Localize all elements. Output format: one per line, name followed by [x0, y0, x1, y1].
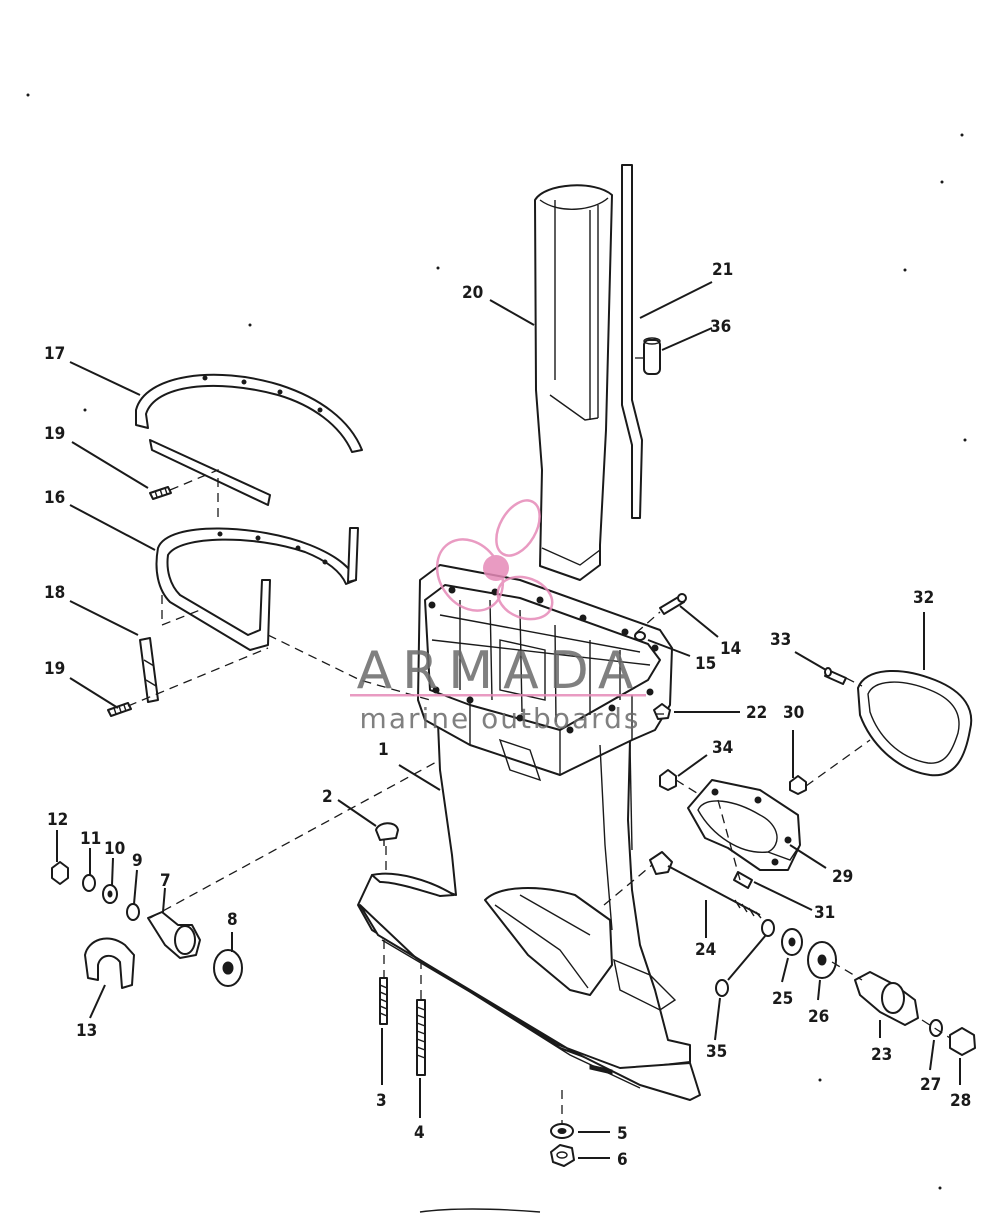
scan-specks	[26, 93, 967, 1190]
callout-5: 5	[617, 1124, 628, 1144]
mount-bracket-13-part	[84, 937, 135, 989]
callout-7: 7	[160, 871, 171, 891]
washer-25-part	[781, 928, 803, 956]
screw-30-part	[789, 775, 807, 795]
nut-22-part	[653, 703, 671, 720]
callout-33: 33	[770, 630, 791, 650]
callout-30: 30	[783, 703, 804, 723]
callout-4: 4	[414, 1123, 425, 1143]
washer-5-part	[550, 1123, 574, 1139]
callout-19-upper: 19	[44, 424, 65, 444]
callout-14: 14	[720, 639, 741, 659]
callout-2: 2	[322, 787, 333, 807]
callout-12: 12	[47, 810, 68, 830]
callout-18: 18	[44, 583, 65, 603]
leader-lines	[56, 281, 961, 1159]
callout-8: 8	[227, 910, 238, 930]
clip-part	[139, 637, 159, 703]
watermark-tagline: marine outboards	[360, 702, 641, 735]
callout-29: 29	[832, 867, 853, 887]
callout-24: 24	[695, 940, 716, 960]
callout-20: 20	[462, 283, 483, 303]
seal-sleeve-part	[643, 337, 661, 375]
upper-seal-strip-part	[135, 373, 363, 506]
washer-26-part	[807, 941, 837, 979]
cover-32-part	[857, 670, 973, 777]
nut-28-part	[949, 1027, 976, 1056]
link-35-part	[715, 919, 775, 997]
cover-plate-29-part	[687, 779, 801, 871]
washer-10-part	[102, 884, 118, 904]
mount-23-part	[854, 971, 919, 1026]
callout-11: 11	[80, 829, 101, 849]
watermark-brand: ARMADA	[357, 641, 644, 701]
water-tube-part	[621, 164, 643, 519]
screw-14-part	[659, 593, 687, 615]
armada-watermark: ARMADA marine outboards	[350, 499, 646, 735]
callout-21: 21	[712, 260, 733, 280]
callout-16: 16	[44, 488, 65, 508]
bolt-31-part	[733, 871, 753, 889]
callout-27: 27	[920, 1075, 941, 1095]
washer-15-part	[634, 631, 646, 641]
propeller-logo-icon	[435, 499, 554, 621]
callout-10: 10	[104, 839, 125, 859]
washer-9-part	[126, 903, 140, 921]
callout-22: 22	[746, 703, 767, 723]
stud-3-part	[379, 977, 388, 1025]
assembly-centerlines	[127, 357, 951, 1124]
callout-13: 13	[76, 1021, 97, 1041]
mount-7-part	[147, 911, 201, 959]
callout-32: 32	[913, 588, 934, 608]
nut-12-part	[51, 861, 69, 885]
stud-4-part	[416, 999, 426, 1076]
washer-11-part	[82, 874, 96, 892]
callout-26: 26	[808, 1007, 829, 1027]
callout-34: 34	[712, 738, 733, 758]
washer-27-part	[929, 1019, 943, 1037]
callout-23: 23	[871, 1045, 892, 1065]
callout-9: 9	[132, 851, 143, 871]
screw-33-part	[824, 667, 847, 685]
callout-labels: 1 2 3 4 5 6 7 8 9 10 11 12 13 14 15 16 1…	[44, 260, 971, 1170]
plug-part	[375, 822, 399, 846]
callout-19-lower: 19	[44, 659, 65, 679]
page-edge-mark	[419, 1208, 541, 1213]
callout-17: 17	[44, 344, 65, 364]
nut-34-part	[659, 769, 677, 791]
callout-15: 15	[695, 654, 716, 674]
callout-31: 31	[814, 903, 835, 923]
exhaust-tube-part	[534, 184, 613, 581]
screw-part	[107, 486, 172, 717]
callout-3: 3	[376, 1091, 387, 1111]
driveshaft-housing-part	[357, 564, 701, 1101]
callout-1: 1	[378, 740, 389, 760]
callout-36: 36	[710, 317, 731, 337]
lower-seal-strip-part	[155, 527, 359, 651]
callout-28: 28	[950, 1091, 971, 1111]
washer-8-part	[213, 949, 243, 987]
callout-35: 35	[706, 1042, 727, 1062]
callout-6: 6	[617, 1150, 628, 1170]
nut-6-part	[550, 1144, 575, 1167]
watermark-divider	[350, 694, 646, 697]
through-bolt-24-part	[649, 851, 762, 919]
callout-25: 25	[772, 989, 793, 1009]
